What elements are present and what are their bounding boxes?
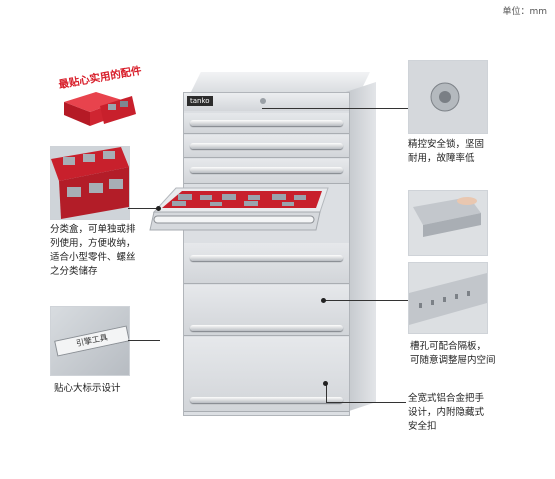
brand-logo: tanko xyxy=(187,96,213,106)
divider-box-description: 分类盒，可单独或排 列使用，方便收纳， 适合小型零件、螺丝 之分类储存 xyxy=(50,224,136,277)
divider-box-photo xyxy=(50,146,130,220)
drawer-3[interactable] xyxy=(184,159,349,184)
lock-closeup-icon xyxy=(409,61,487,133)
slot-description: 槽孔可配合隔板， 可随意调整屉内空间 xyxy=(410,341,496,366)
drawer-handle[interactable] xyxy=(190,325,343,331)
unit-label: 单位：mm xyxy=(502,7,547,17)
lock-photo xyxy=(408,60,488,134)
tool-cabinet: tanko xyxy=(178,72,376,427)
lock-icon[interactable] xyxy=(260,98,266,104)
lock-description: 精控安全锁，坚固 耐用，故障率低 xyxy=(408,139,485,164)
open-drawer[interactable] xyxy=(148,178,336,248)
handle-description: 全宽式铝合金把手 设计，内附隐藏式 安全扣 xyxy=(408,393,485,432)
drawer-handle[interactable] xyxy=(190,120,343,126)
open-drawer-illustration xyxy=(149,187,329,231)
label-plate-photo: 引擎工具 xyxy=(50,306,130,376)
drawer-7[interactable] xyxy=(184,337,349,412)
slot-holes-icon xyxy=(409,263,487,333)
drawer-handle[interactable] xyxy=(190,143,343,149)
slot-divider-photo xyxy=(408,190,488,256)
drawer-handle[interactable] xyxy=(190,255,343,261)
slot-divider-icon xyxy=(409,191,487,255)
drawer-1[interactable] xyxy=(184,113,349,134)
divider-box-icon xyxy=(51,147,129,219)
drawer-6[interactable] xyxy=(184,285,349,336)
drawer-handle[interactable] xyxy=(190,397,343,403)
red-tray-icon xyxy=(64,92,136,126)
drawer-5[interactable] xyxy=(184,243,349,284)
label-description: 贴心大标示设计 xyxy=(54,383,121,394)
drawer-handle[interactable] xyxy=(190,167,343,173)
drawer-2[interactable] xyxy=(184,135,349,158)
red-tray-accessory-image xyxy=(60,88,138,128)
slot-holes-photo xyxy=(408,262,488,334)
